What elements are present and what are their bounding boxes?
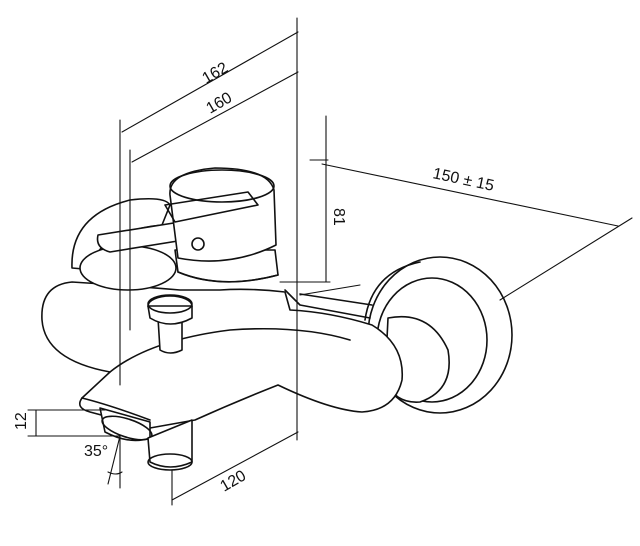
body-connector xyxy=(284,289,373,319)
shower-outlet xyxy=(147,419,193,471)
dimension-lines xyxy=(27,17,633,506)
spout-body xyxy=(41,281,404,429)
dim-81: 81 xyxy=(330,208,347,226)
lever-handle xyxy=(71,198,216,291)
dim-160: 160 xyxy=(204,89,236,117)
diverter-knob xyxy=(147,294,193,354)
dim-120: 120 xyxy=(218,467,250,495)
dim-150-15: 150 ± 15 xyxy=(431,165,495,195)
dim-12: 12 xyxy=(13,412,30,430)
dim-162: 162 xyxy=(200,59,232,87)
cartridge-housing xyxy=(164,167,279,283)
dim-35-deg: 35° xyxy=(84,443,108,460)
